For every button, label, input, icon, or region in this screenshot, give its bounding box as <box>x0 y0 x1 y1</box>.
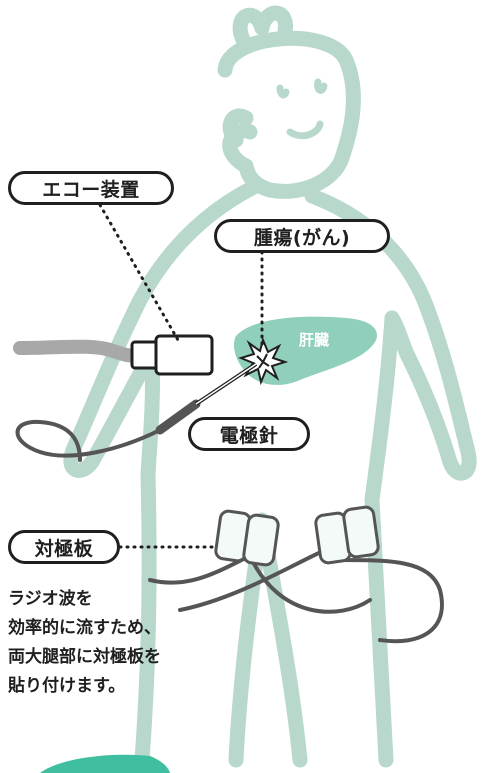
caption-line: ラジオ波を <box>8 589 93 609</box>
leader-lines <box>98 203 264 549</box>
tumor-label: 腫瘍(がん) <box>214 219 390 253</box>
echo-cable <box>13 339 143 363</box>
face <box>276 78 328 140</box>
caption-line: 両大腿部に対極板を <box>8 647 161 667</box>
electrode-needle-label: 電極針 <box>188 417 310 451</box>
needle-cable <box>15 419 162 462</box>
caption-line: 効率的に流すため、 <box>8 618 161 638</box>
electrode-needle <box>15 362 258 462</box>
eye-right <box>314 78 328 94</box>
tumor-burst <box>238 336 289 386</box>
left-arm <box>63 180 260 482</box>
bottom-arc <box>40 754 170 773</box>
right-arm <box>304 188 477 481</box>
hair-curl <box>232 5 293 48</box>
ear <box>222 108 254 148</box>
liver-label: 肝臓 <box>299 331 330 349</box>
counter-plate-left <box>214 509 280 567</box>
counter-plate-right <box>314 505 380 565</box>
caption: ラジオ波を 効率的に流すため、 両大腿部に対極板を 貼り付けます。 <box>8 585 268 701</box>
counter-plate-label: 対極板 <box>8 530 120 564</box>
torso-right <box>364 310 400 508</box>
mouth <box>286 120 324 140</box>
leader-echo <box>98 203 180 342</box>
echo-device-label: エコー装置 <box>8 171 174 205</box>
caption-line: 貼り付けます。 <box>8 676 126 696</box>
left-leg <box>134 466 157 768</box>
echo-probe <box>130 334 214 376</box>
eye-left <box>276 84 290 99</box>
